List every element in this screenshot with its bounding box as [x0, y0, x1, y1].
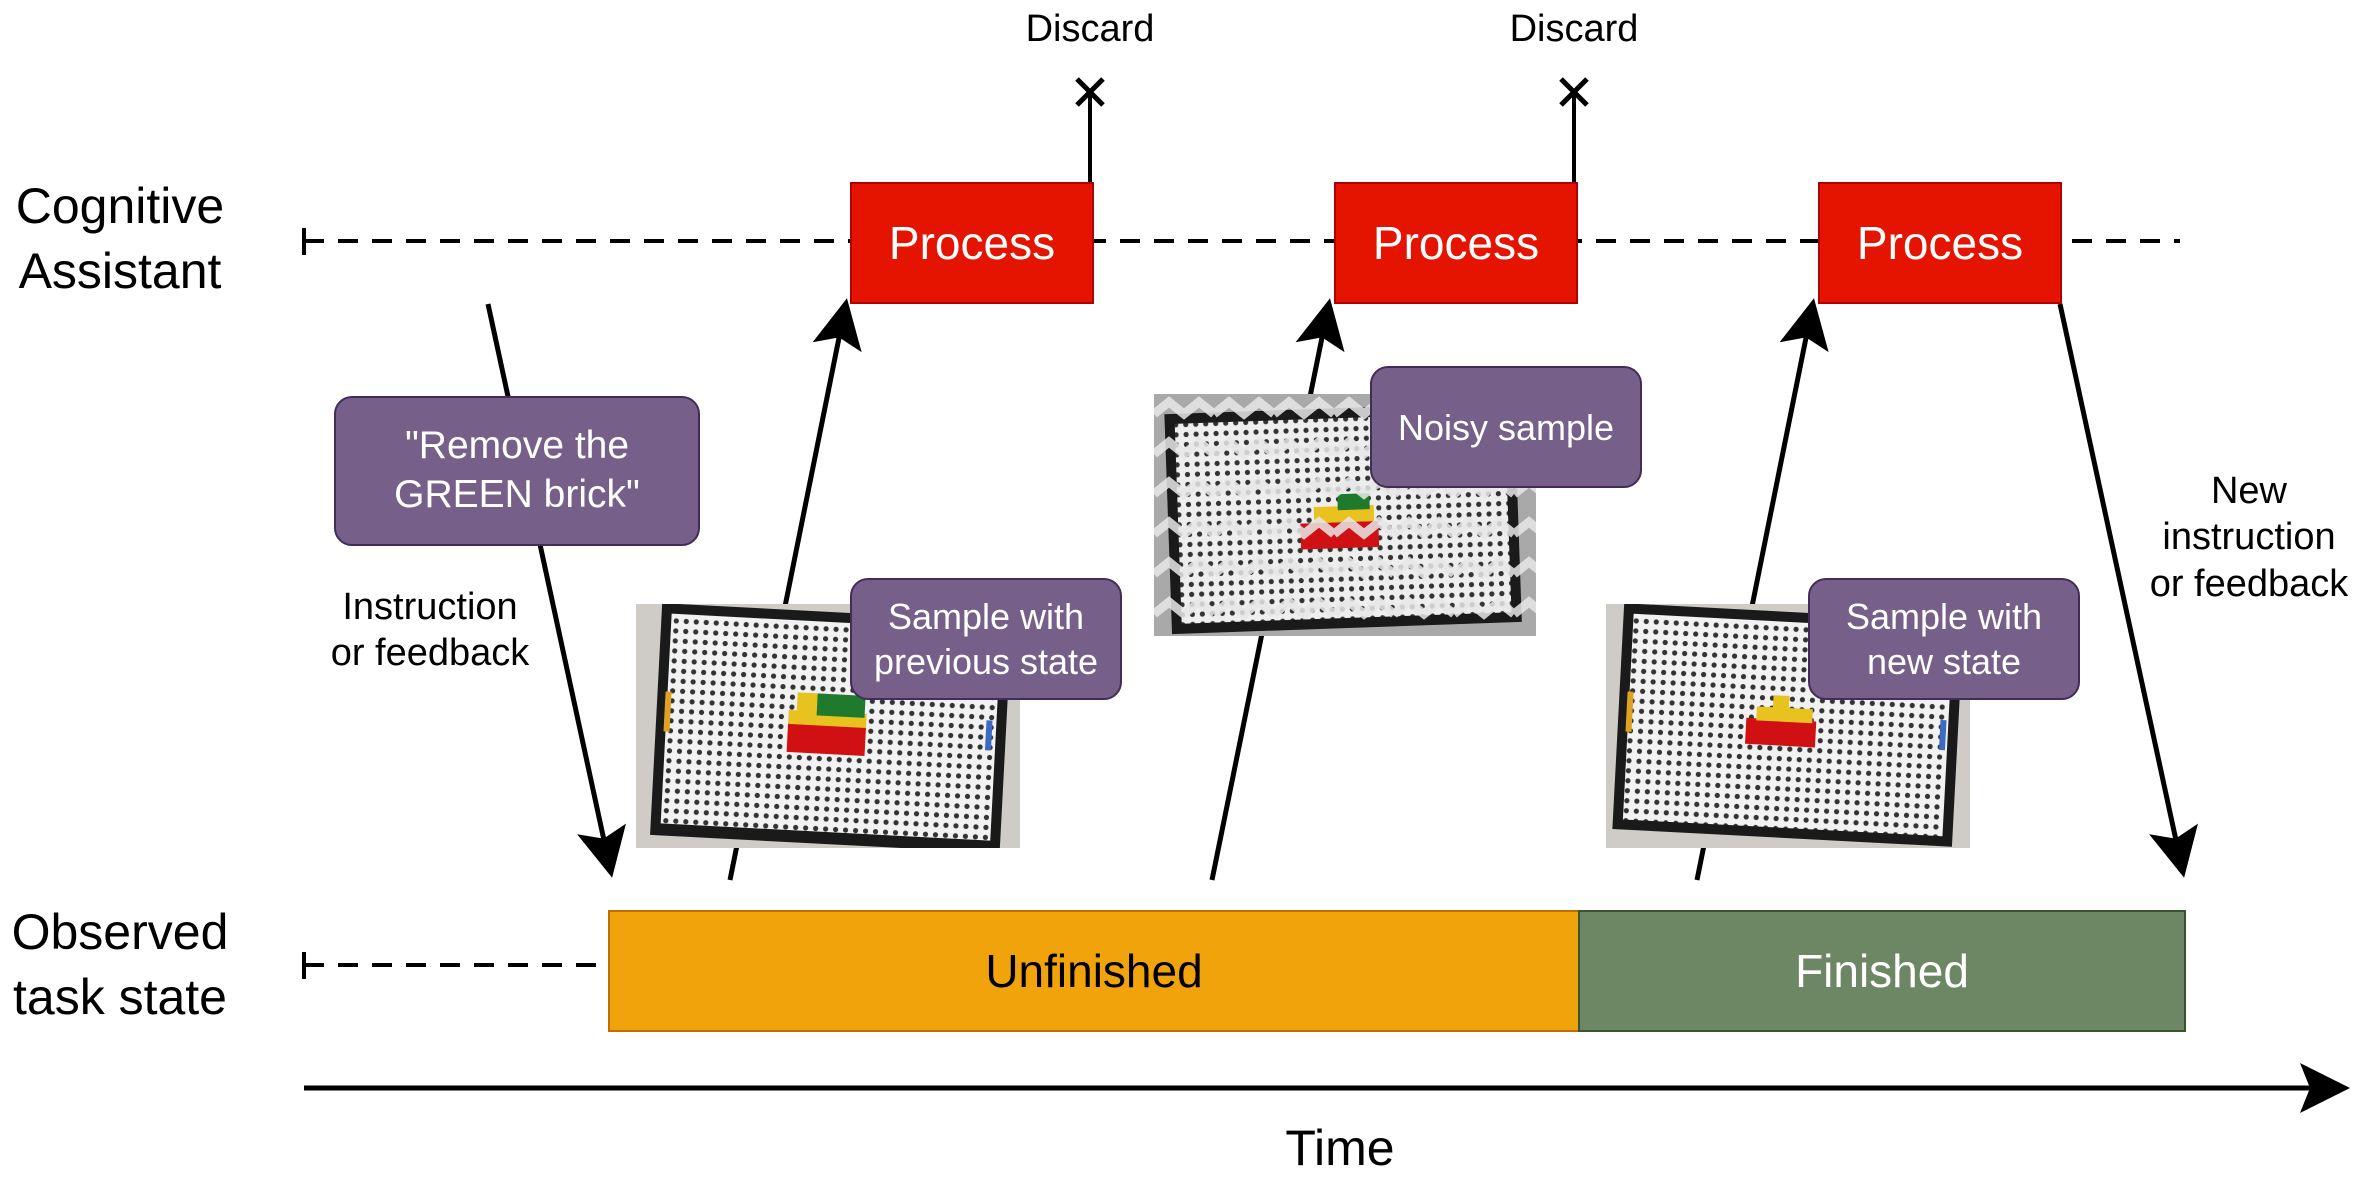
sample-new-text: Sample with new state	[1845, 596, 2043, 682]
process-box-1: Process	[850, 182, 1094, 304]
new-instruction-label: New instruction or feedback	[2124, 468, 2370, 607]
state-bar-unfinished: Unfinished	[608, 910, 1580, 1032]
sample-previous-text: Sample with previous state	[873, 596, 1099, 682]
lane-label-assistant: Cognitive Assistant	[0, 174, 240, 304]
instruction-feedback-label: Instruction or feedback	[300, 584, 560, 677]
discard-x-icon-2	[1559, 77, 1589, 107]
new-instruction-arrow	[2057, 303, 2198, 878]
state-bar-finished: Finished	[1578, 910, 2186, 1032]
process-box-3: Process	[1818, 182, 2062, 304]
time-axis-label: Time	[1285, 1120, 1395, 1176]
noisy-sample-text: Noisy sample	[1397, 406, 1615, 448]
discard-label-1: Discard	[1025, 8, 1155, 50]
discard-label-2: Discard	[1509, 8, 1639, 50]
lane-label-observed: Observed task state	[0, 900, 240, 1030]
lane-label-assistant-text: Cognitive Assistant	[15, 178, 225, 299]
lego-board-photo-previous	[636, 604, 1020, 848]
sample-previous-bubble: Sample with previous state	[850, 578, 1122, 700]
instruction-quote-text: "Remove the GREEN brick"	[394, 424, 640, 516]
lego-board-photo-noisy	[1154, 394, 1536, 636]
sample-new-bubble: Sample with new state	[1808, 578, 2080, 700]
instruction-feedback-text: Instruction or feedback	[330, 586, 530, 675]
instruction-quote-bubble: "Remove the GREEN brick"	[334, 396, 700, 546]
discard-x-icon-1	[1075, 77, 1105, 107]
lego-board-photo-noisy-art	[1154, 394, 1536, 636]
noisy-sample-bubble: Noisy sample	[1370, 366, 1642, 488]
lane-label-observed-text: Observed task state	[11, 904, 229, 1025]
process-box-2: Process	[1334, 182, 1578, 304]
new-instruction-text: New instruction or feedback	[2149, 470, 2349, 605]
